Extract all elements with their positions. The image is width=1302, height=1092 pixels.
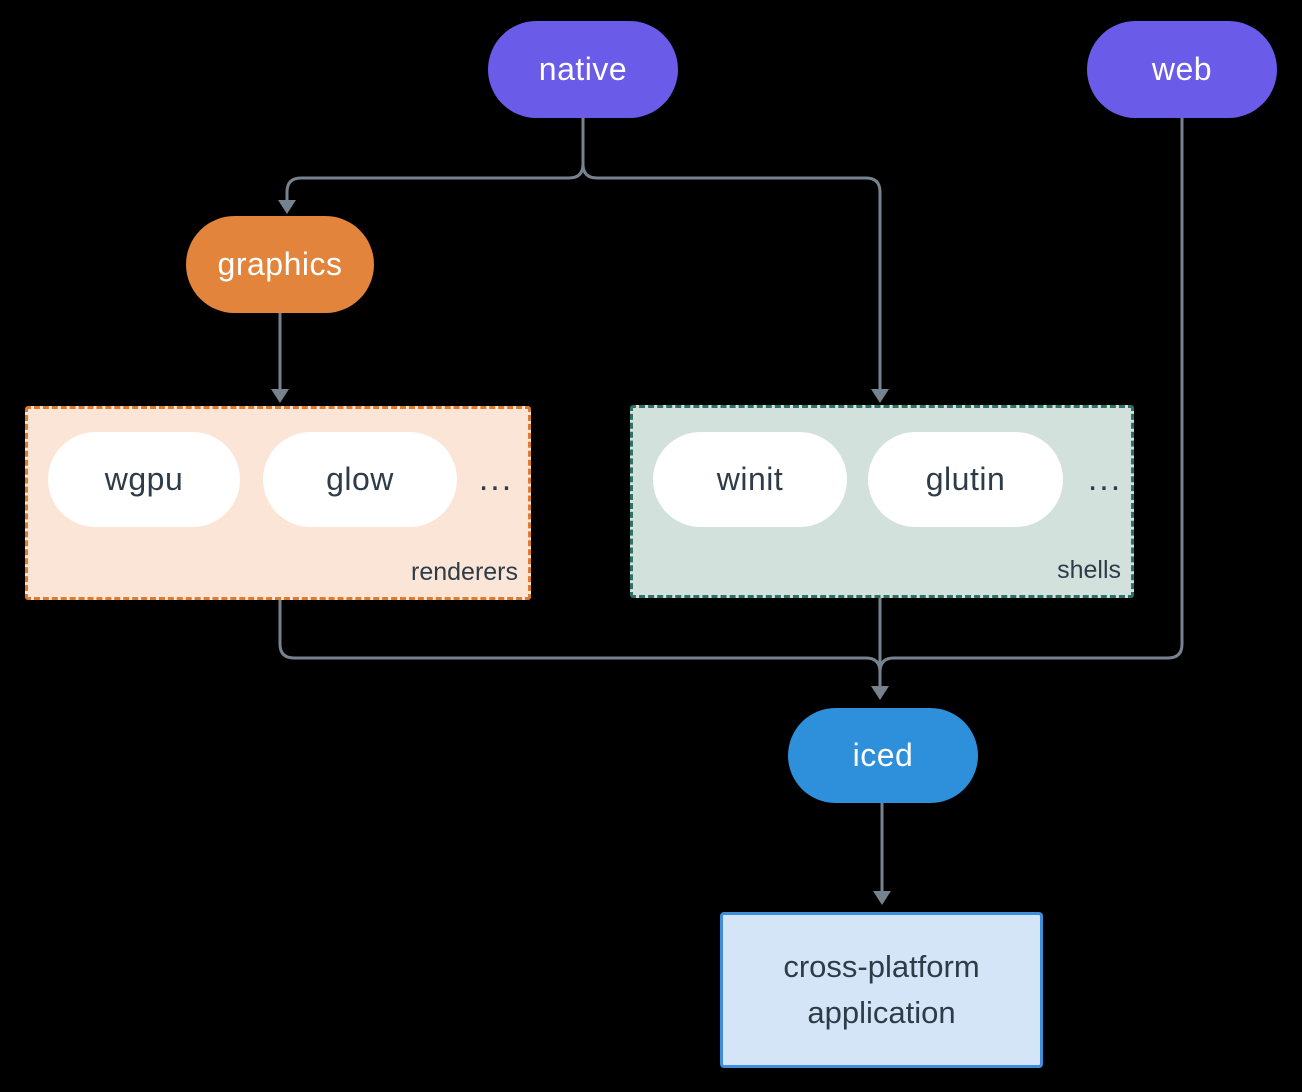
node-iced: iced (788, 708, 978, 803)
node-glow: glow (263, 432, 457, 527)
node-web-label: web (1151, 51, 1213, 87)
arrowhead-into-app (873, 891, 891, 905)
node-winit: winit (653, 432, 847, 527)
node-native-label: native (538, 51, 628, 87)
node-graphics: graphics (186, 216, 374, 313)
arrowhead-into-shells (871, 389, 889, 403)
app-label-line1: cross-platform (783, 949, 980, 984)
shells-ellipsis: ... (1087, 460, 1123, 498)
node-winit-label: winit (716, 461, 784, 497)
node-cross-platform-application: cross-platform application (720, 912, 1043, 1068)
node-wgpu-label: wgpu (104, 461, 184, 497)
node-native: native (488, 21, 678, 118)
edge-native-to-shells (581, 163, 882, 390)
node-glutin: glutin (868, 432, 1063, 527)
node-wgpu: wgpu (48, 432, 240, 527)
group-renderers: wgpu glow ... renderers (25, 406, 531, 600)
app-label-line2: application (807, 995, 956, 1030)
arrowhead-into-renderers (271, 389, 289, 403)
arrowhead-into-iced (871, 686, 889, 700)
renderers-ellipsis: ... (478, 460, 514, 498)
edge-renderers-to-iced (278, 600, 882, 673)
node-graphics-label: graphics (217, 246, 343, 282)
shells-group-label: shells (1057, 556, 1121, 584)
node-iced-label: iced (852, 737, 914, 773)
group-shells: winit glutin ... shells (630, 405, 1134, 598)
node-web: web (1087, 21, 1277, 118)
arrowhead-into-graphics (278, 200, 296, 214)
edge-native-to-graphics (285, 118, 585, 201)
renderers-group-label: renderers (411, 558, 518, 586)
node-glutin-label: glutin (925, 461, 1006, 497)
node-glow-label: glow (326, 461, 394, 497)
